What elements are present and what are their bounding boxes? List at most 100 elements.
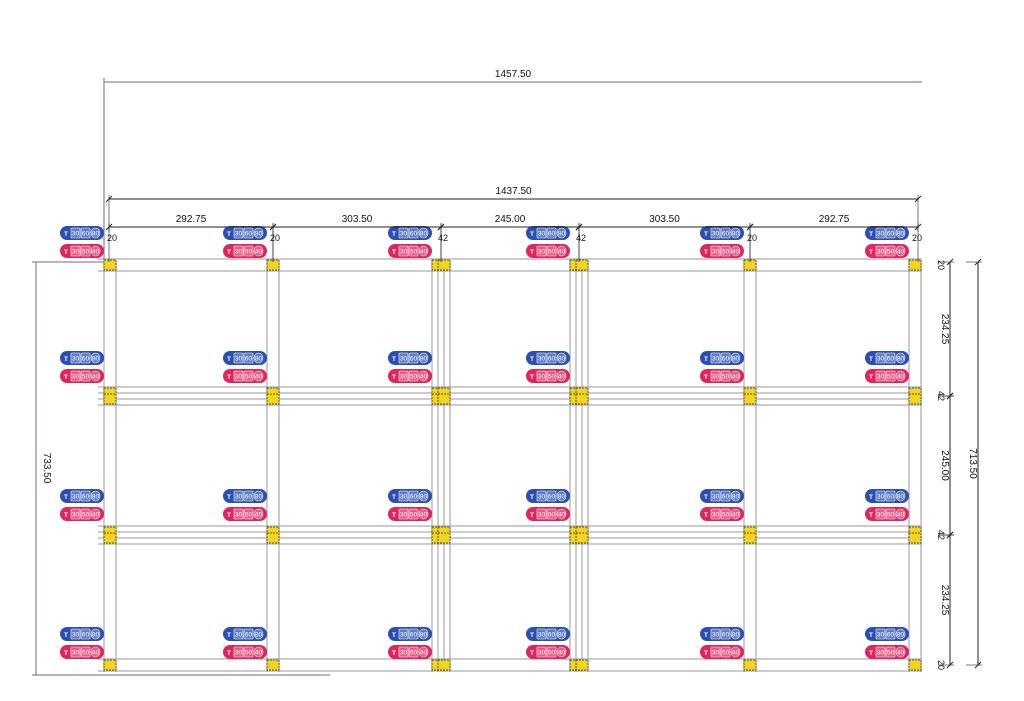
badge-value: 30 <box>72 356 80 363</box>
badge-value: 30 <box>235 231 243 238</box>
badge-cell <box>398 646 409 658</box>
badge-cell <box>408 508 419 520</box>
badge-value: 60 <box>548 632 556 639</box>
badge-value: 60 <box>82 356 90 363</box>
dimension-label: 292.75 <box>819 214 850 225</box>
badge-cell <box>80 227 91 239</box>
badge-cell <box>418 646 429 658</box>
badge-value: 80 <box>420 494 428 501</box>
badge-value: 80 <box>420 231 428 238</box>
badge-cell <box>730 646 741 658</box>
t-icon: T <box>64 374 68 381</box>
badge-value: 30 <box>538 632 546 639</box>
dimension-label: 303.50 <box>649 214 680 225</box>
badge-value: 40 <box>255 249 263 256</box>
badge-cell <box>556 245 567 257</box>
dimension-label: 733.50 <box>41 453 52 484</box>
badge-value: 60 <box>887 494 895 501</box>
badge-value: 30 <box>538 374 546 381</box>
badge-cell <box>730 628 741 640</box>
badge-cell <box>418 508 429 520</box>
post-size-label: 20 <box>936 660 946 670</box>
badge-value: 60 <box>887 356 895 363</box>
dimension-label: 713.50 <box>967 448 978 479</box>
badge-value: 30 <box>538 231 546 238</box>
post-size-label: 20 <box>912 233 922 243</box>
t-icon: T <box>530 356 534 363</box>
badge-value: 30 <box>400 249 408 256</box>
badge-value: 80 <box>558 632 566 639</box>
badge-value: 50 <box>245 650 253 657</box>
badge-value: 30 <box>877 356 885 363</box>
t-icon: T <box>392 249 396 256</box>
badge-cell <box>895 628 906 640</box>
badge-value: 30 <box>712 494 720 501</box>
badge-cell <box>556 490 567 502</box>
badge-cell <box>233 646 244 658</box>
badge-cell <box>418 370 429 382</box>
badge-cell <box>418 227 429 239</box>
t-icon: T <box>227 650 231 657</box>
badge-cell <box>70 646 81 658</box>
badge-cell <box>885 352 896 364</box>
badge-cell <box>895 646 906 658</box>
badge-cell <box>418 245 429 257</box>
badge-cell <box>556 646 567 658</box>
badge-value: 30 <box>235 374 243 381</box>
badge-cell <box>895 490 906 502</box>
t-icon: T <box>227 356 231 363</box>
badge-cell <box>536 490 547 502</box>
badge-cell <box>730 490 741 502</box>
badge-cell <box>90 646 101 658</box>
t-icon: T <box>869 632 873 639</box>
badge-cell <box>710 490 721 502</box>
badge-value: 30 <box>72 249 80 256</box>
badge-value: 30 <box>235 356 243 363</box>
badge-value: 50 <box>245 374 253 381</box>
badge-value: 30 <box>235 632 243 639</box>
t-icon: T <box>530 494 534 501</box>
badge-value: 30 <box>877 650 885 657</box>
badge-cell <box>885 227 896 239</box>
t-icon: T <box>64 249 68 256</box>
post <box>908 659 922 671</box>
badge-value: 80 <box>558 494 566 501</box>
badge-cell <box>408 370 419 382</box>
badge-cell <box>398 370 409 382</box>
badge-value: 40 <box>92 512 100 519</box>
badge-cell <box>875 245 886 257</box>
badge-value: 30 <box>400 650 408 657</box>
badge-value: 50 <box>887 249 895 256</box>
post <box>437 659 451 671</box>
badge-cell <box>546 490 557 502</box>
badge-value: 40 <box>558 249 566 256</box>
badge-value: 30 <box>712 249 720 256</box>
badge-value: 30 <box>72 374 80 381</box>
post <box>575 393 589 405</box>
badge-cell <box>730 370 741 382</box>
badge-value: 30 <box>72 632 80 639</box>
dimension-label: 234.25 <box>939 314 950 345</box>
badge-value: 80 <box>897 231 905 238</box>
badge-cell <box>730 227 741 239</box>
badge-value: 30 <box>712 374 720 381</box>
badge-value: 30 <box>877 374 885 381</box>
badge-value: 30 <box>400 632 408 639</box>
post <box>266 393 280 405</box>
badge-cell <box>408 646 419 658</box>
badge-value: 60 <box>548 494 556 501</box>
t-icon: T <box>530 512 534 519</box>
badge-value: 80 <box>420 356 428 363</box>
badge-cell <box>710 370 721 382</box>
badge-value: 50 <box>887 374 895 381</box>
badge-cell <box>253 227 264 239</box>
badge-cell <box>720 245 731 257</box>
